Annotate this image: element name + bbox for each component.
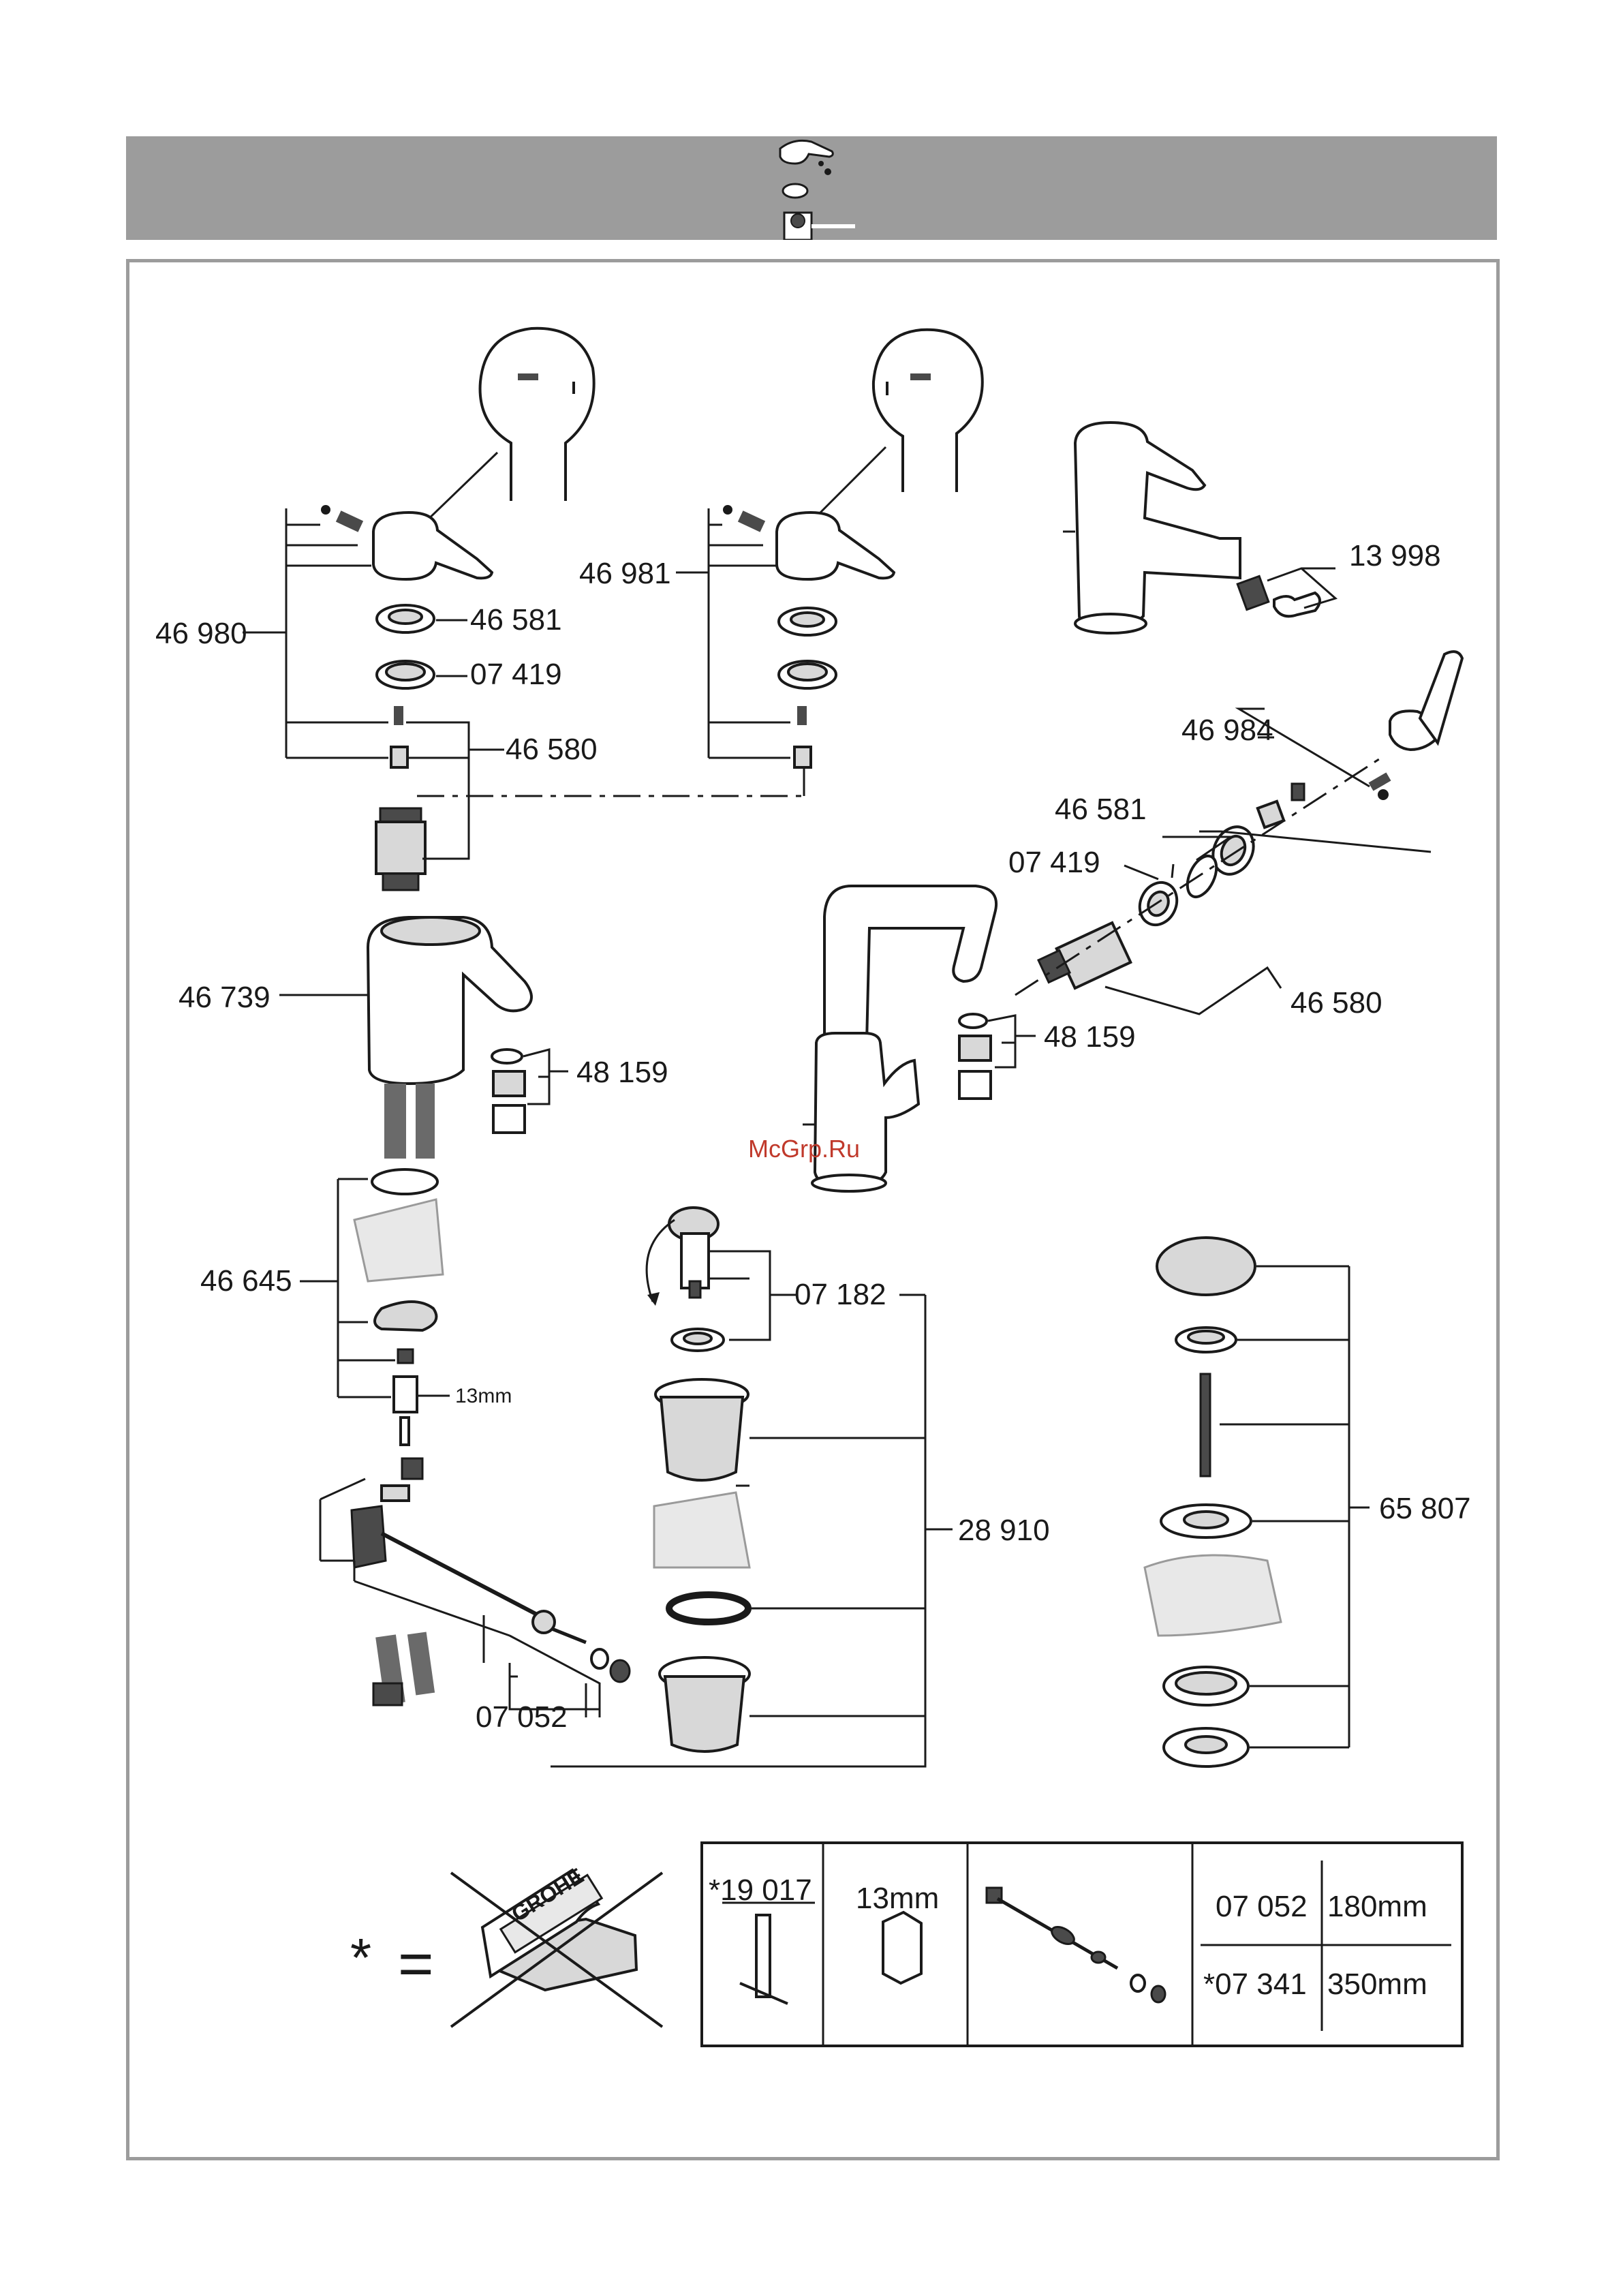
label-46580-left: 46 580	[506, 733, 598, 766]
screw-right	[1258, 784, 1304, 827]
tools-table	[702, 1843, 1462, 2046]
legend-equals: =	[398, 1930, 434, 1998]
label-46981: 46 981	[579, 557, 671, 590]
hose-icon	[373, 1632, 435, 1705]
label-28910: 28 910	[958, 1514, 1050, 1547]
aerator-icon	[492, 1050, 525, 1133]
label-46739: 46 739	[179, 981, 270, 1014]
handle-icon	[723, 505, 894, 579]
table-wrench-size: 13mm	[856, 1882, 939, 1915]
legend-asterisk: *	[350, 1927, 371, 1988]
label-07182: 07 182	[794, 1278, 886, 1311]
click-waste-icon	[1145, 1238, 1281, 1766]
brand-logo-icon	[874, 330, 983, 492]
label-46580-right: 46 580	[1290, 986, 1382, 1020]
label-46984: 46 984	[1181, 714, 1273, 747]
label-48159-left: 48 159	[576, 1056, 668, 1089]
label-46980: 46 980	[155, 617, 247, 650]
handle-icon	[1369, 652, 1462, 800]
cap-nut-07419-center	[779, 661, 836, 688]
screw-left	[391, 706, 407, 767]
screw-center	[794, 706, 811, 767]
table-row1-length: 180mm	[1327, 1890, 1427, 1923]
spray-nozzle-icon	[1237, 576, 1320, 616]
bidet-mixer-icon	[1063, 423, 1240, 633]
hex-wrench-icon	[883, 1912, 921, 1983]
label-13mm: 13mm	[455, 1385, 512, 1407]
handle-icon	[321, 505, 492, 579]
label-07052: 07 052	[476, 1700, 568, 1734]
cartridge-icon	[1038, 923, 1130, 988]
aerator-icon	[959, 1014, 991, 1099]
table-row2-length: 350mm	[1327, 1968, 1427, 2001]
label-13998: 13 998	[1349, 539, 1441, 572]
label-46581-left: 46 581	[470, 603, 562, 637]
ring-cover-46581-center	[779, 608, 836, 635]
label-46581-right: 46 581	[1055, 793, 1147, 826]
table-row2-part: *07 341	[1203, 1968, 1307, 2001]
label-07419-right: 07 419	[1008, 846, 1100, 879]
cap-nut-07419-left	[377, 661, 434, 688]
ring-cover-46581-left	[377, 605, 434, 632]
cartridge-icon	[376, 808, 425, 890]
watermark: McGrp.Ru	[748, 1135, 860, 1163]
label-65807: 65 807	[1379, 1492, 1471, 1525]
cap-nut-07419-right	[1133, 876, 1184, 931]
brand-logo-icon	[480, 328, 594, 501]
label-48159-right: 48 159	[1044, 1020, 1136, 1054]
label-46645: 46 645	[200, 1264, 292, 1298]
fixing-set-icon	[354, 1169, 443, 1445]
label-07419-left: 07 419	[470, 658, 562, 691]
table-row1-part: 07 052	[1216, 1890, 1308, 1923]
waste-body-icon	[654, 1379, 749, 1751]
